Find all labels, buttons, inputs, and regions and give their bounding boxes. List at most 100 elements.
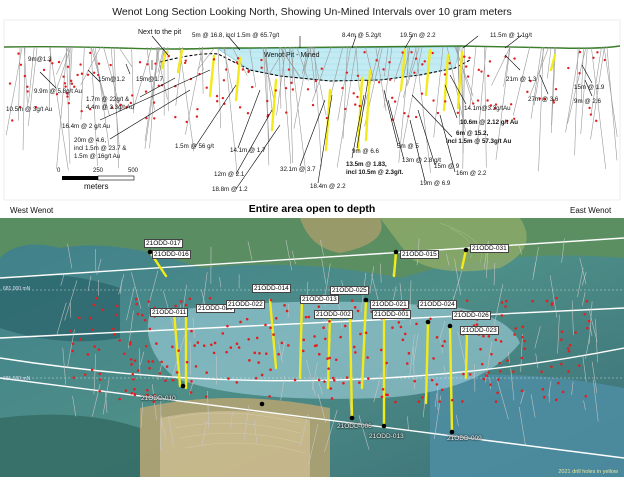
assay-point — [521, 336, 524, 339]
assay-point — [239, 321, 242, 324]
assay-point — [69, 330, 72, 333]
assay-point — [269, 368, 272, 371]
assay-point — [359, 333, 362, 336]
assay-point — [79, 63, 81, 65]
drillhole-label: 21ODD-009 — [446, 435, 483, 442]
assay-point — [403, 112, 405, 114]
plan-map-graphic — [0, 218, 624, 477]
assay-point — [462, 373, 465, 376]
assay-point — [214, 342, 217, 345]
assay-point — [281, 342, 284, 345]
assay-point — [277, 353, 280, 356]
assay-point — [437, 112, 439, 114]
assay-point — [523, 340, 526, 343]
assay-point — [574, 331, 577, 334]
assay-point — [133, 388, 136, 391]
assay-point — [147, 360, 150, 363]
assay-point — [483, 378, 486, 381]
assay-point — [495, 400, 498, 403]
assay-point — [225, 68, 227, 70]
assay-point — [255, 377, 258, 380]
assay-point — [290, 82, 292, 84]
intercept-label: incl 10.5m @ 2.3g/t. — [346, 169, 403, 176]
drillhole-label: 21ODD-022 — [226, 300, 265, 309]
assay-point — [174, 116, 176, 118]
assay-point — [11, 119, 13, 121]
assay-point — [421, 396, 424, 399]
assay-point — [415, 116, 417, 118]
assay-point — [341, 87, 343, 89]
assay-point — [135, 303, 138, 306]
intercept-label: 10.6m @ 2.12 g/t Au — [460, 119, 518, 126]
assay-point — [444, 100, 446, 102]
intercept-label: 20m @ 4.6, — [74, 137, 106, 144]
assay-point — [272, 333, 275, 336]
next-to-pit-label: Next to the pit — [138, 29, 181, 36]
northing-label: 681,500 mN — [3, 376, 30, 382]
assay-point — [266, 100, 268, 102]
assay-point — [213, 352, 216, 355]
assay-point — [488, 335, 491, 338]
assay-point — [190, 330, 193, 333]
long-section: Wenot Long Section Looking North, Showin… — [0, 0, 624, 218]
assay-point — [578, 364, 581, 367]
assay-point — [186, 361, 189, 364]
assay-point — [222, 332, 225, 335]
assay-point — [451, 399, 454, 402]
assay-point — [436, 336, 439, 339]
assay-point — [153, 117, 155, 119]
assay-point — [144, 319, 147, 322]
assay-point — [168, 55, 170, 57]
intercept-label: 16.4m @ 2 g/t Au — [62, 123, 110, 130]
assay-point — [358, 105, 360, 107]
assay-point — [84, 373, 87, 376]
assay-point — [353, 346, 356, 349]
assay-point — [9, 82, 11, 84]
assay-point — [421, 63, 423, 65]
assay-point — [98, 348, 101, 351]
assay-point — [261, 374, 264, 377]
assay-point — [394, 100, 396, 102]
assay-point — [540, 370, 543, 373]
assay-point — [239, 106, 241, 108]
scale-tick-250: 250 — [93, 168, 103, 174]
assay-point — [125, 389, 128, 392]
intercept-label: 5m @ 16.8, incl 1.5m @ 65.7g/t — [192, 32, 279, 39]
assay-point — [68, 102, 70, 104]
assay-point — [557, 382, 560, 385]
assay-point — [560, 338, 563, 341]
assay-point — [542, 388, 545, 391]
intercept-label: 18.8m @ 1.2 — [212, 186, 248, 193]
intercept-label: 16m @ 2.2 — [456, 170, 486, 177]
assay-point — [586, 300, 589, 303]
assay-point — [288, 68, 290, 70]
assay-point — [265, 352, 268, 355]
assay-point — [322, 326, 325, 329]
intercept-label: 19m @ 6.9 — [420, 180, 450, 187]
assay-point — [496, 391, 499, 394]
assay-point — [134, 393, 137, 396]
assay-point — [308, 316, 311, 319]
assay-point — [489, 383, 492, 386]
assay-point — [93, 345, 96, 348]
assay-point — [236, 61, 238, 63]
assay-point — [354, 306, 357, 309]
assay-point — [174, 305, 177, 308]
assay-point — [185, 59, 187, 61]
assay-point — [385, 393, 388, 396]
assay-point — [269, 327, 272, 330]
assay-point — [551, 302, 554, 305]
assay-point — [275, 317, 278, 320]
assay-point — [225, 351, 228, 354]
drillhole-label: 21ODD-006 — [336, 423, 373, 430]
assay-point — [160, 361, 163, 364]
assay-point — [402, 339, 405, 342]
drillhole-2021-trace — [466, 330, 467, 378]
assay-point — [195, 365, 198, 368]
assay-point — [421, 92, 423, 94]
assay-point — [342, 382, 345, 385]
assay-point — [389, 79, 391, 81]
assay-point — [236, 342, 239, 345]
assay-point — [415, 57, 417, 59]
assay-point — [172, 379, 175, 382]
